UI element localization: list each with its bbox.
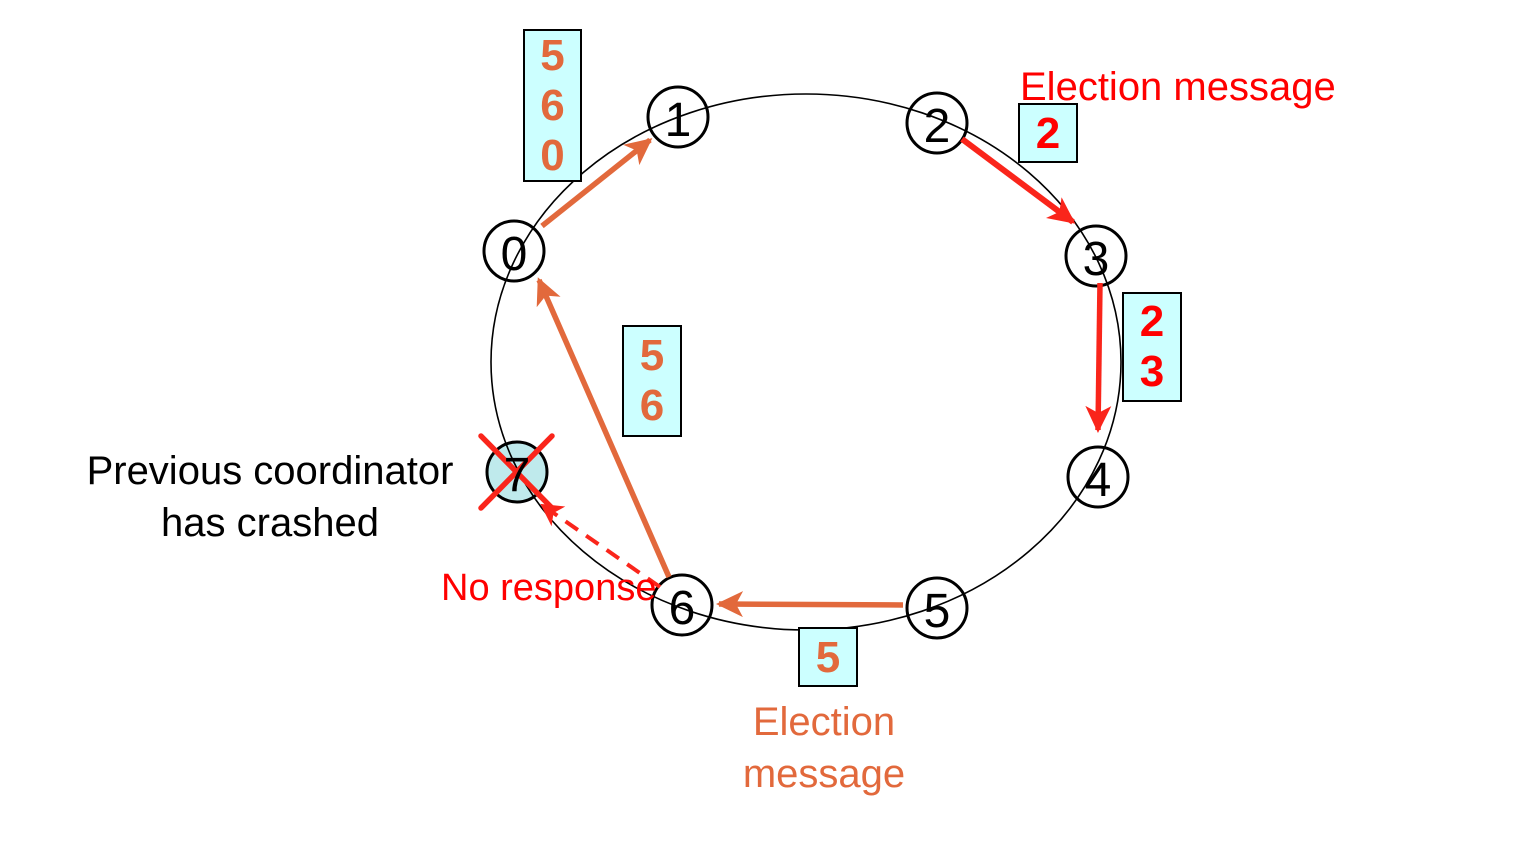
previous-coordinator-crashed-label: Previous coordinator has crashed [86,449,454,545]
node-circle-6 [650,573,714,637]
message-box-2-values: 2 [1035,109,1061,158]
message-box-5-6: 5 6 [622,325,682,437]
crash-cross-icon [478,433,555,511]
message-box-2-3-values: 2 3 [1139,297,1165,396]
message-box-5-6-0-values: 5 6 0 [540,30,565,180]
election-message-label-top: Election message [1020,65,1336,109]
message-box-2: 2 [1018,103,1078,163]
message-box-2-3: 2 3 [1122,292,1182,402]
node-circle-0 [482,219,546,283]
message-box-5: 5 [798,627,858,687]
arrow-0-to-1 [540,137,653,229]
node-circle-5 [905,576,969,640]
arrow-6-to-0 [536,277,672,579]
node-circle-2 [905,91,969,155]
ring-ellipse [490,93,1122,631]
no-response-label: No response [441,567,657,609]
message-box-5-values: 5 [815,633,841,682]
message-box-5-6-0: 5 6 0 [523,29,582,182]
arrow-3-to-4 [1085,282,1112,433]
message-box-5-6-values: 5 6 [639,331,665,430]
arrow-5-to-6 [716,591,904,618]
arrow-2-to-3 [960,136,1076,225]
election-message-label-bottom: Election message [742,700,906,796]
node-circle-4 [1066,445,1130,509]
